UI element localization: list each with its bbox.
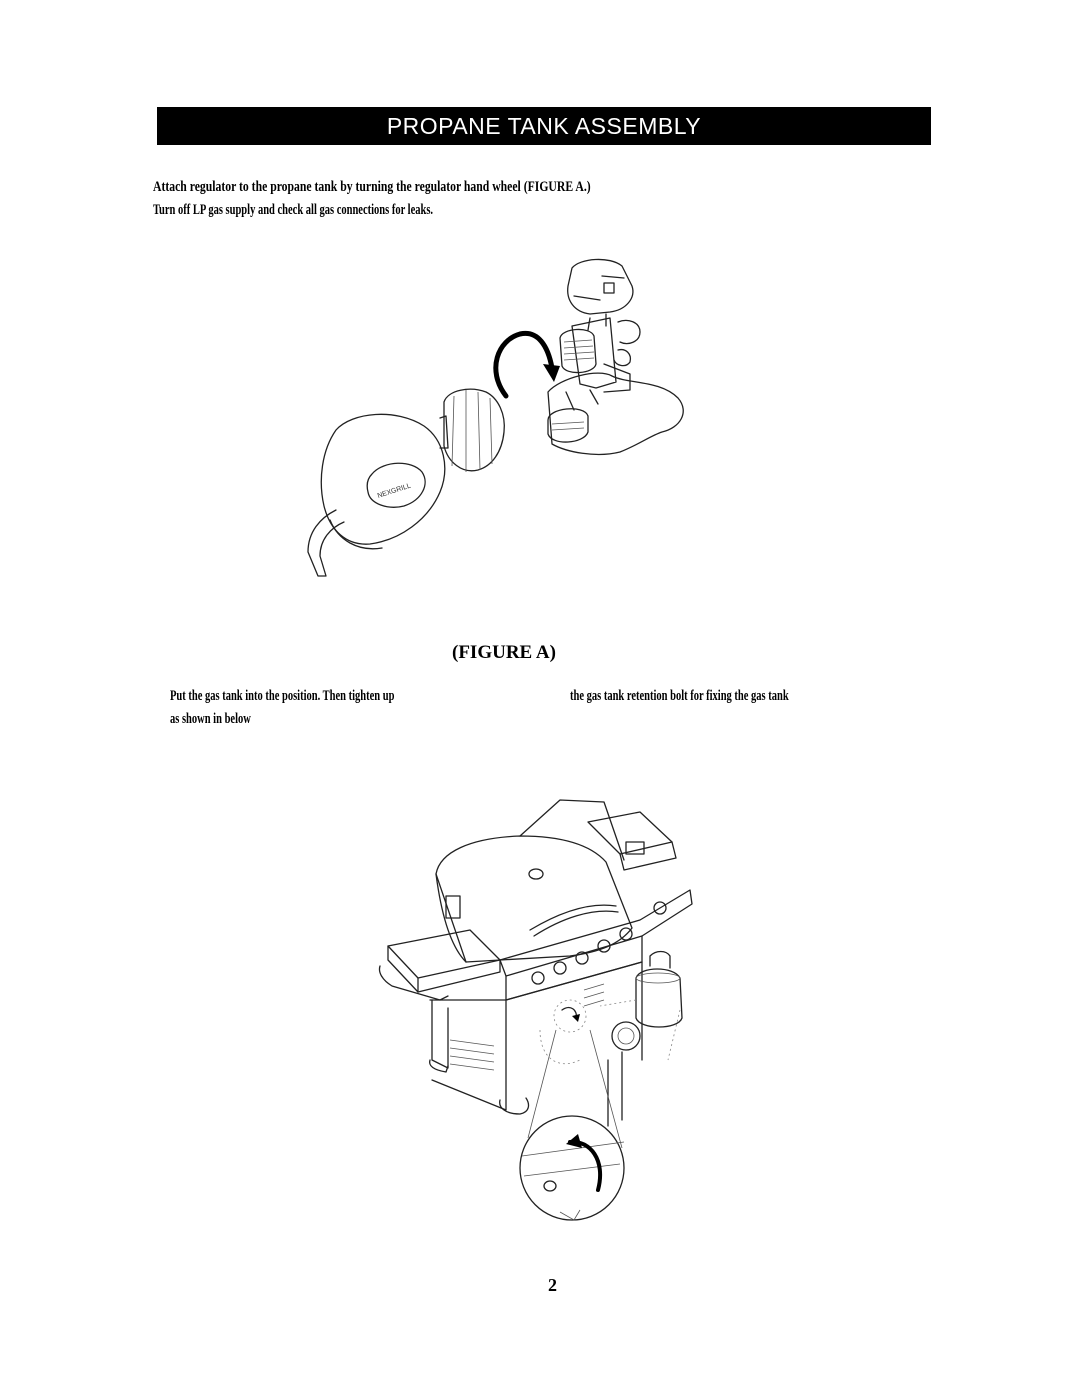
paragraph-part-1: Put the gas tank into the position. Then… (170, 688, 395, 704)
section-title: PROPANE TANK ASSEMBLY (386, 112, 702, 139)
figure-a-label: (FIGURE A) (452, 642, 556, 663)
page-number: 2 (548, 1275, 557, 1295)
paragraph-part-2: the gas tank retention bolt for fixing t… (570, 688, 789, 704)
paragraph-part-3: as shown in below (170, 711, 251, 727)
figure-a-regulator-illustration: NEXGRILL (307, 258, 684, 577)
instruction-line-1: Attach regulator to the propane tank by … (153, 179, 591, 195)
section-title-bar: PROPANE TANK ASSEMBLY (157, 107, 931, 145)
instruction-line-2: Turn off LP gas supply and check all gas… (153, 202, 434, 218)
